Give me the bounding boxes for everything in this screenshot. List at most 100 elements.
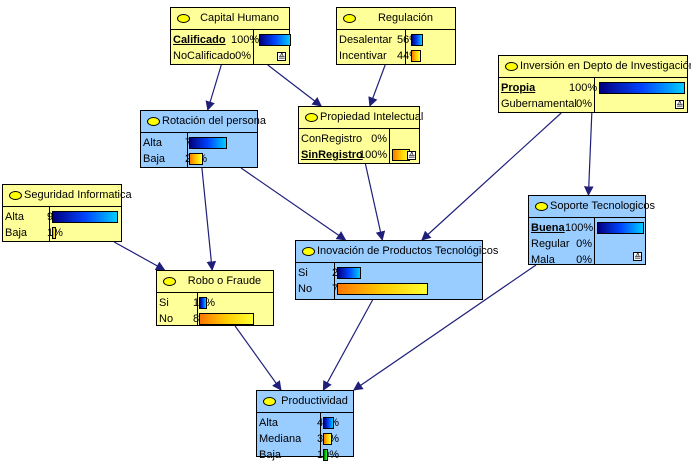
state-probability: 0%	[371, 133, 387, 145]
column-divider	[334, 263, 335, 299]
state-probability: 100%	[569, 82, 598, 94]
edge-inovacion-to-productividad	[322, 299, 374, 391]
state-row[interactable]: Alta99%	[3, 209, 121, 225]
node-status-icon	[535, 202, 548, 211]
column-divider	[405, 30, 406, 64]
column-divider	[389, 129, 390, 163]
state-label: Baja	[5, 227, 28, 239]
node-title-bar: Inovación de Productos Tecnológicos	[296, 241, 499, 263]
node-title-bar: Propiedad Intelectual	[299, 107, 424, 129]
node-status-icon	[147, 117, 160, 126]
state-label: Incentivar	[339, 50, 387, 62]
probability-bar	[323, 449, 328, 461]
node-title-bar: Soporte Tecnologicos	[529, 196, 655, 218]
node-status-icon	[343, 14, 356, 23]
state-probability: 19%	[317, 449, 340, 461]
state-row[interactable]: Alta73%	[141, 135, 257, 151]
expand-icon[interactable]: ≙	[407, 151, 416, 161]
node-title: Productividad	[281, 395, 348, 407]
state-label: Baja	[259, 449, 282, 461]
node-robo[interactable]: Robo o FraudeSi13%No87%	[156, 270, 274, 326]
node-title-bar: Regulación	[337, 8, 455, 30]
edge-seguridad-to-robo	[113, 241, 166, 271]
state-label: Baja	[143, 153, 166, 165]
state-label: Buena	[531, 222, 565, 234]
probability-bar	[337, 267, 361, 279]
probability-bar	[189, 153, 203, 165]
probability-bar	[259, 34, 291, 46]
node-title-bar: Seguridad Informatica	[3, 185, 132, 207]
state-row[interactable]: Baja27%	[141, 151, 257, 167]
probability-bar	[189, 137, 227, 149]
node-title: Capital Humano	[200, 12, 279, 24]
node-productividad[interactable]: ProductividadAlta45% Mediana 36% Baja 19%	[256, 390, 354, 461]
expand-icon[interactable]: ≙	[277, 52, 286, 62]
node-title: Inovación de Productos Tecnológicos	[317, 245, 499, 257]
node-inovacion[interactable]: Inovación de Productos TecnológicosSi21%…	[295, 240, 499, 300]
state-probability: 0%	[576, 238, 592, 250]
state-row[interactable]: Si21%	[296, 265, 482, 281]
probability-bar	[199, 313, 254, 325]
node-status-icon	[302, 247, 315, 256]
state-label: Desalentar	[339, 34, 393, 46]
node-title-bar: Inversión en Depto de Investigación	[499, 56, 691, 78]
column-divider	[49, 207, 50, 241]
edge-propiedad-to-inovacion	[364, 163, 386, 241]
state-probability: 36%	[317, 431, 339, 447]
node-title: Soporte Tecnologicos	[550, 200, 655, 212]
state-row[interactable]: Desalentar 56%	[337, 32, 455, 48]
edge-rotacion-to-inovacion	[240, 167, 347, 241]
probability-bar	[337, 283, 428, 295]
probability-bar	[199, 297, 207, 309]
node-status-icon	[263, 397, 276, 406]
state-row[interactable]: Mediana 36%	[257, 431, 353, 447]
node-title-bar: Rotación del persona	[141, 111, 266, 133]
probability-bar	[411, 34, 423, 46]
node-status-icon	[305, 113, 318, 122]
probability-bar	[599, 82, 685, 94]
column-divider	[594, 218, 595, 264]
state-row[interactable]: No87%	[157, 311, 273, 327]
edge-inversion-to-soporte	[583, 112, 594, 196]
node-rotacion[interactable]: Rotación del personaAlta73%Baja27%	[140, 110, 266, 168]
node-status-icon	[177, 14, 190, 23]
state-label: SinRegistro	[301, 149, 363, 161]
node-title: Propiedad Intelectual	[320, 111, 424, 123]
expand-icon[interactable]: ≙	[675, 100, 684, 110]
state-label: Gubernamental	[501, 98, 577, 110]
node-title-bar: Robo o Fraude	[157, 271, 273, 293]
state-row[interactable]: Propia 100%	[499, 80, 687, 96]
state-label: Mediana	[259, 433, 302, 445]
probability-bar	[323, 417, 334, 429]
state-probability: 45%	[317, 415, 339, 431]
node-title: Robo o Fraude	[187, 275, 262, 287]
state-label: Propia	[501, 82, 536, 94]
state-row[interactable]: Alta45%	[257, 415, 353, 431]
probability-bar	[52, 211, 118, 223]
state-row[interactable]: No79%	[296, 281, 482, 297]
edge-capital-humano-to-propiedad	[267, 64, 322, 107]
edge-robo-to-productividad	[234, 325, 282, 391]
edge-rotacion-to-robo	[201, 167, 217, 271]
state-row[interactable]: Si13%	[157, 295, 273, 311]
node-title: Seguridad Informatica	[24, 189, 132, 201]
state-probability: 56%	[397, 34, 420, 46]
state-row[interactable]: Baja 19%	[257, 447, 353, 463]
expand-icon[interactable]: ≙	[633, 252, 642, 262]
